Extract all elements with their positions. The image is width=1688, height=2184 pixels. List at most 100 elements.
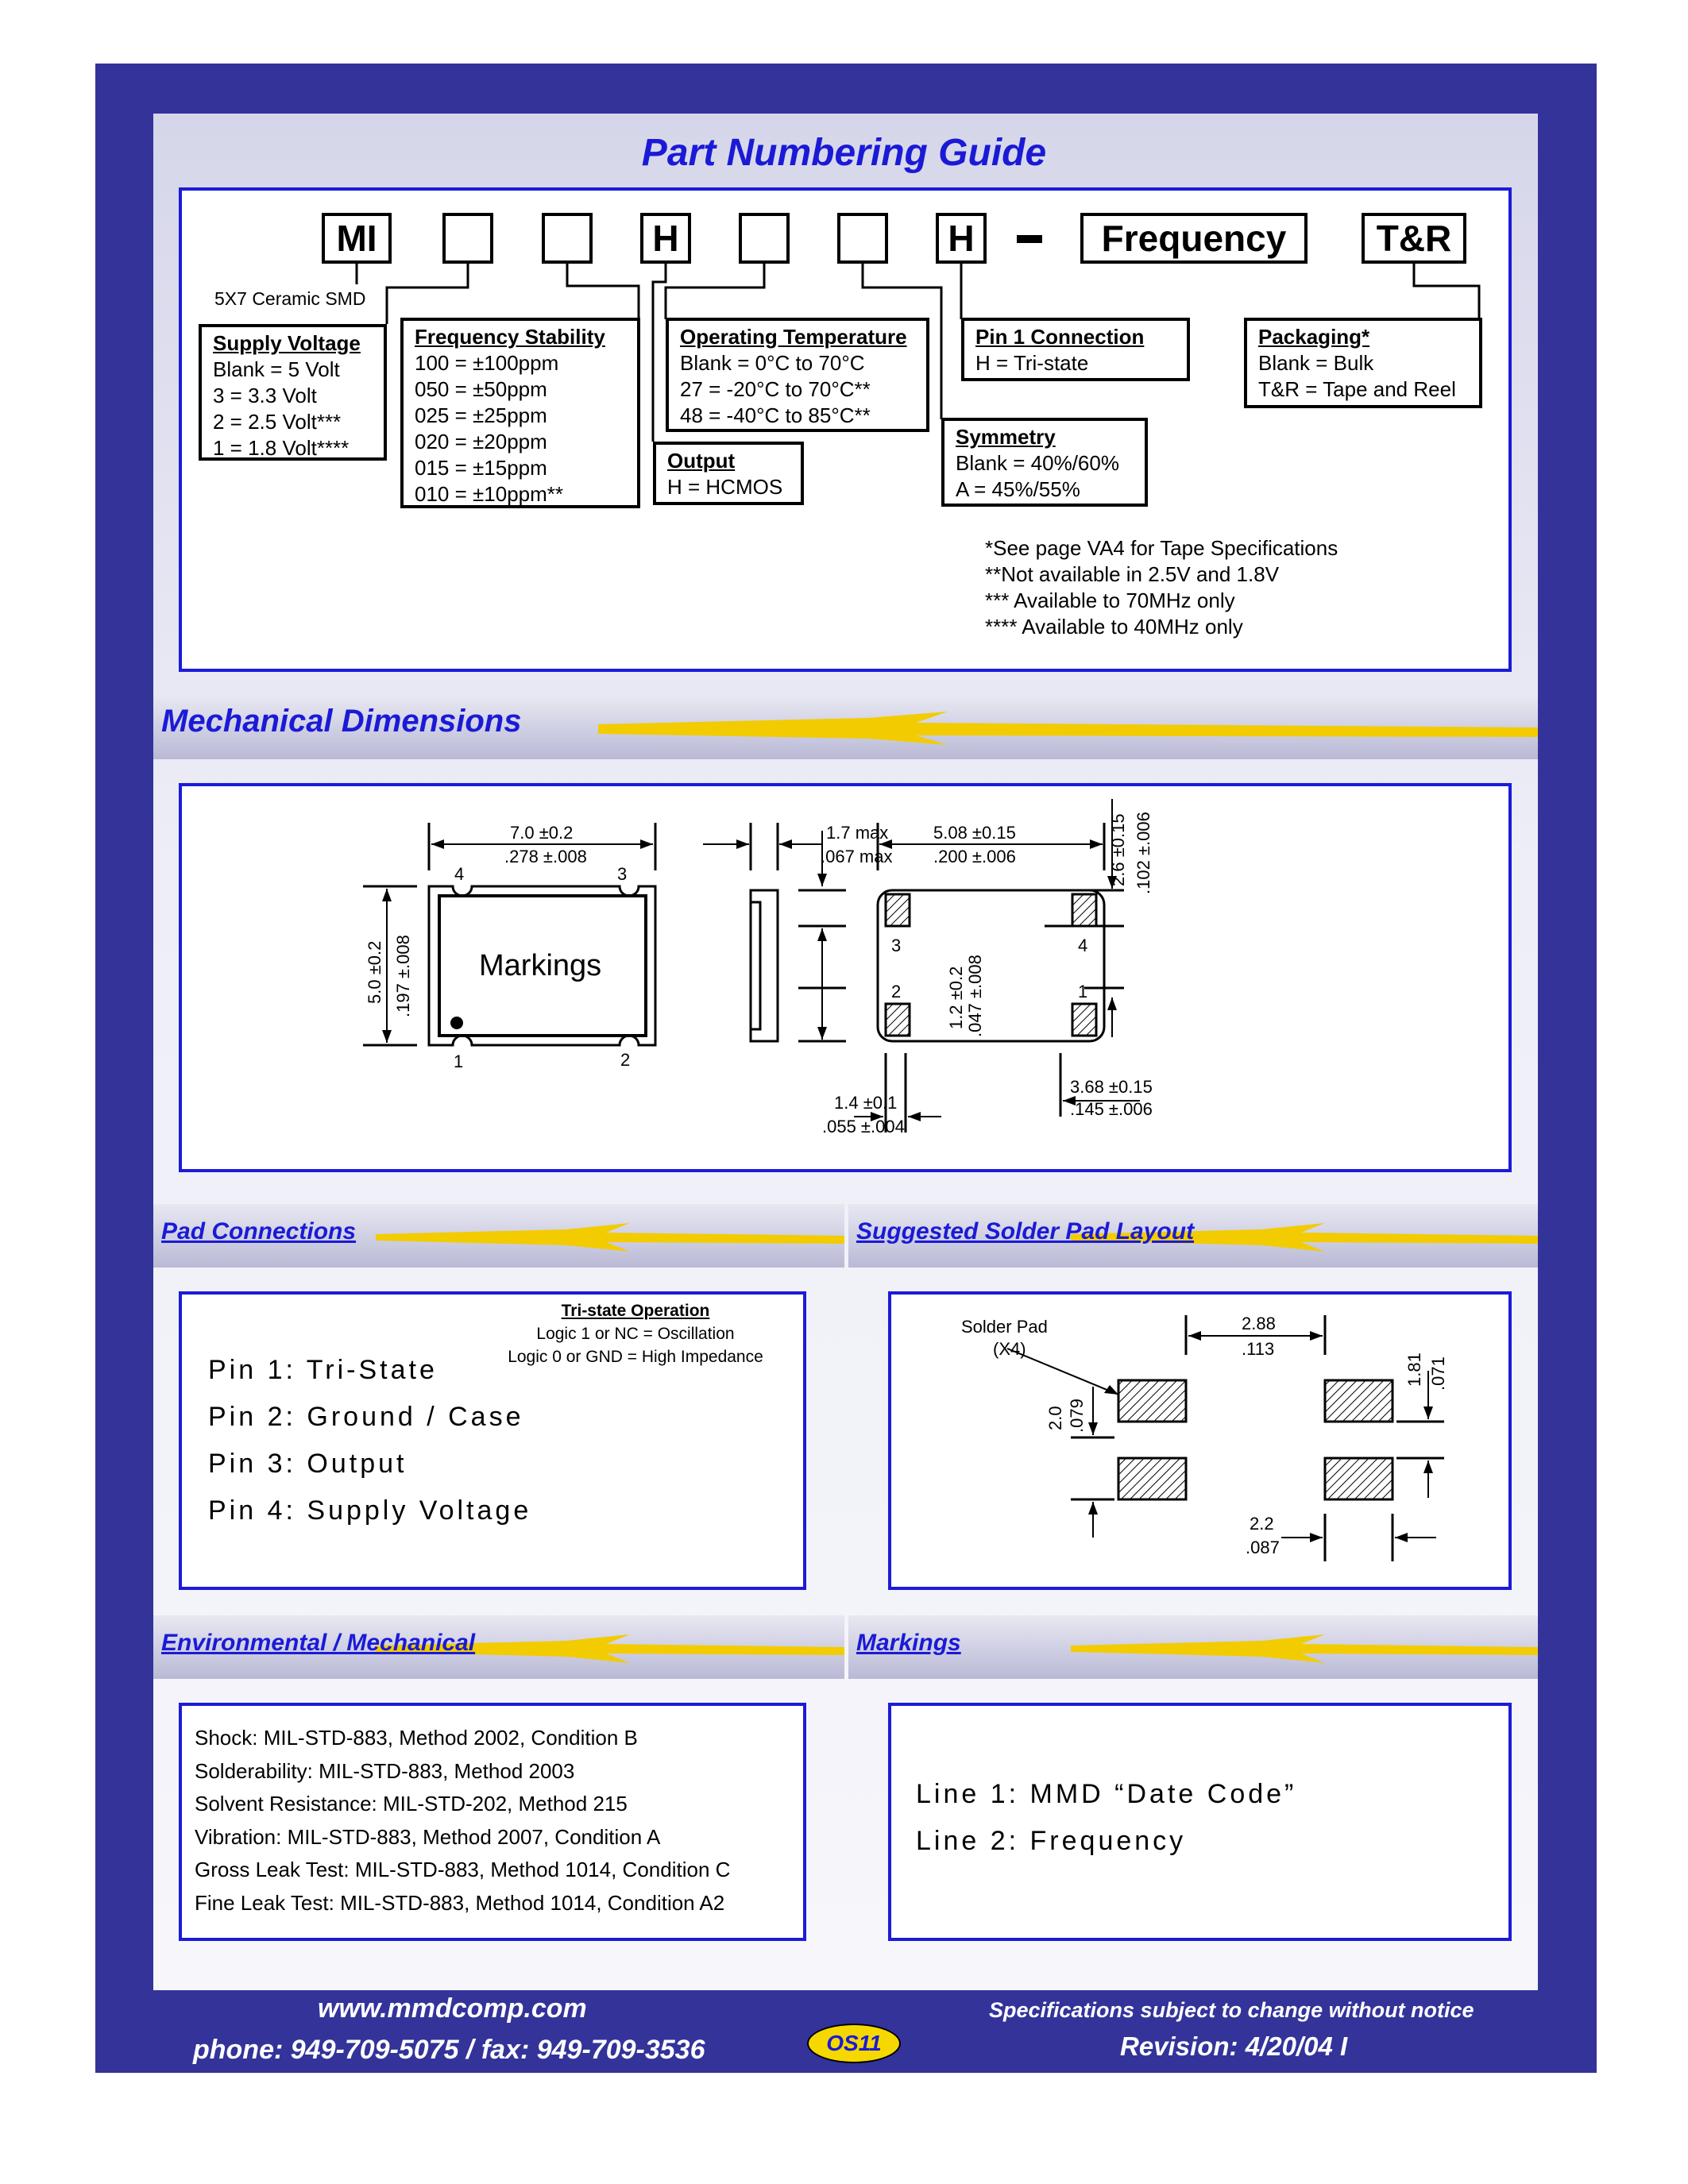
spec-line: T&R = Tape and Reel xyxy=(1258,377,1456,401)
pn-box-temperature xyxy=(739,213,790,264)
tristate-line: Logic 1 or NC = Oscillation xyxy=(536,1325,735,1343)
solder-pad xyxy=(1323,1457,1394,1501)
solder-layout-box xyxy=(888,1291,1512,1590)
tristate-line: Logic 0 or GND = High Impedance xyxy=(508,1348,763,1366)
spec-line: A = 45%/55% xyxy=(956,477,1080,501)
env-item: Shock: MIL-STD-883, Method 2002, Conditi… xyxy=(195,1726,638,1750)
env-item: Solderability: MIL-STD-883, Method 2003 xyxy=(195,1758,575,1783)
dim-pad-span: 5.08 ±0.15 xyxy=(933,823,1016,843)
dim-pad-span-in: .200 ±.006 xyxy=(933,847,1016,866)
dim-pad-height-in: .102 ±.006 xyxy=(1134,812,1153,894)
spec-pin1-connection: Pin 1 Connection H = Tri-state xyxy=(961,318,1190,381)
env-item: Gross Leak Test: MIL-STD-883, Method 101… xyxy=(195,1858,731,1881)
spec-line: H = HCMOS xyxy=(667,475,783,499)
pad-3 xyxy=(884,893,911,928)
solder-pad xyxy=(1117,1457,1188,1501)
spec-line: Blank = 0°C to 70°C xyxy=(680,351,865,375)
dim-pad-pitch: 3.68 ±0.15 xyxy=(1070,1077,1153,1097)
footer-revision: Revision: 4/20/04 I xyxy=(1120,2032,1348,2061)
section-band-pad-connections: Pad Connections xyxy=(153,1204,844,1268)
spec-line: Blank = Bulk xyxy=(1258,351,1374,375)
pin-label-4: 4 xyxy=(454,864,464,884)
pin-label-3: 3 xyxy=(617,864,627,884)
pn-box-stability xyxy=(542,213,593,264)
solder-gap: 2.2 xyxy=(1250,1514,1274,1534)
solder-pad xyxy=(1323,1379,1394,1423)
pn-connector-lines xyxy=(355,264,1481,442)
footnote: **** Available to 40MHz only xyxy=(985,615,1243,639)
spec-output: Output H = HCMOS xyxy=(653,442,804,505)
solder-pad xyxy=(1117,1379,1188,1423)
spec-operating-temperature: Operating Temperature Blank = 0°C to 70°… xyxy=(666,318,929,432)
spec-title: Symmetry xyxy=(956,425,1056,449)
spec-title: Supply Voltage xyxy=(213,331,361,355)
section-title: Environmental / Mechanical xyxy=(161,1630,476,1656)
spec-supply-voltage: Supply Voltage Blank = 5 Volt 3 = 3.3 Vo… xyxy=(199,324,387,461)
footnote: *See page VA4 for Tape Specifications xyxy=(985,536,1338,560)
spec-packaging: Packaging* Blank = Bulk T&R = Tape and R… xyxy=(1244,318,1482,408)
markings-list: Line 1: MMD “Date Code” Line 2: Frequenc… xyxy=(916,1771,1296,1865)
pin-item: Pin 3: Output xyxy=(208,1449,408,1479)
lightning-stripe xyxy=(376,1634,844,1663)
marking-line: Line 2: Frequency xyxy=(916,1826,1187,1856)
pad-2 xyxy=(884,1002,911,1037)
env-item: Solvent Resistance: MIL-STD-202, Method … xyxy=(195,1792,628,1815)
spec-line: 050 = ±50ppm xyxy=(415,377,547,401)
lightning-stripe xyxy=(1071,1634,1538,1663)
dim-pad-width-in: .055 ±.004 xyxy=(822,1117,905,1136)
dim-width: 7.0 ±0.2 xyxy=(510,823,573,843)
solder-span-in: .113 xyxy=(1242,1339,1274,1359)
pad-label-3: 3 xyxy=(891,936,901,955)
section-title: Markings xyxy=(856,1630,961,1656)
spec-title: Frequency Stability xyxy=(415,325,605,349)
dim-pad-gap: 1.2 ±0.2 xyxy=(946,967,966,1029)
pin-item: Pin 1: Tri-State xyxy=(208,1355,438,1385)
pad-label-4: 4 xyxy=(1078,936,1087,955)
section-title: Pad Connections xyxy=(161,1218,357,1244)
environmental-box xyxy=(179,1703,806,1941)
section-band-environmental: Environmental / Mechanical xyxy=(153,1615,844,1679)
env-item: Vibration: MIL-STD-883, Method 2007, Con… xyxy=(195,1824,661,1849)
pin-item: Pin 2: Ground / Case xyxy=(208,1402,524,1432)
environmental-list: Shock: MIL-STD-883, Method 2002, Conditi… xyxy=(195,1722,730,1920)
pin-label-1: 1 xyxy=(454,1051,463,1071)
mechanical-drawing: 7.0 ±0.2 .278 ±.008 5.0 ±0.2 .197 ±.008 … xyxy=(363,799,1153,1136)
dim-height-in: .197 ±.008 xyxy=(393,935,413,1017)
dim-thickness-in: .067 max xyxy=(821,847,893,866)
spec-line: 020 = ±20ppm xyxy=(415,430,547,453)
solder-pad-label: Solder Pad xyxy=(961,1317,1048,1337)
footer-phone: phone: 949-709-5075 / fax: 949-709-3536 xyxy=(193,2035,705,2065)
solder-span: 2.88 xyxy=(1242,1314,1276,1333)
tristate-block: Tri-state Operation Logic 1 or NC = Osci… xyxy=(477,1299,794,1368)
solder-pad-h-in: .071 xyxy=(1428,1356,1448,1391)
pn-box-symmetry xyxy=(837,213,888,264)
pad-1 xyxy=(1071,1002,1098,1037)
section-title: Suggested Solder Pad Layout xyxy=(856,1218,1195,1244)
smd-note: 5X7 Ceramic SMD xyxy=(214,288,366,309)
tristate-title: Tri-state Operation xyxy=(561,1302,710,1320)
footer-disclaimer: Specifications subject to change without… xyxy=(989,1998,1474,2022)
pad-connections-box xyxy=(179,1291,806,1590)
spec-line: 27 = -20°C to 70°C** xyxy=(680,377,871,401)
spec-line: Blank = 5 Volt xyxy=(213,357,340,381)
markings-box xyxy=(888,1703,1512,1941)
page-badge: OS11 xyxy=(807,2024,901,2063)
dim-pad-gap-in: .047 ±.008 xyxy=(965,955,985,1037)
spec-line: 2 = 2.5 Volt*** xyxy=(213,410,342,434)
solder-pad-h: 1.81 xyxy=(1404,1352,1424,1387)
section-title: Mechanical Dimensions xyxy=(161,704,522,739)
pn-box-mi: MI xyxy=(322,213,392,264)
dim-width-in: .278 ±.008 xyxy=(504,847,587,866)
spec-line: H = Tri-state xyxy=(975,351,1089,375)
env-item: Fine Leak Test: MIL-STD-883, Method 1014… xyxy=(195,1890,725,1915)
solder-gap-in: .087 xyxy=(1246,1538,1280,1557)
section-band-markings: Markings xyxy=(848,1615,1538,1679)
spec-title: Operating Temperature xyxy=(680,325,907,349)
page-title: Part Numbering Guide xyxy=(641,132,1047,174)
dim-pad-height: 2.6 ±0.15 xyxy=(1108,813,1128,886)
dim-pad-pitch-in: .145 ±.006 xyxy=(1070,1099,1153,1119)
dim-thickness: 1.7 max xyxy=(826,823,888,843)
spec-line: 010 = ±10ppm** xyxy=(415,482,564,506)
spec-title: Pin 1 Connection xyxy=(975,325,1145,349)
pn-dash xyxy=(1017,235,1042,243)
